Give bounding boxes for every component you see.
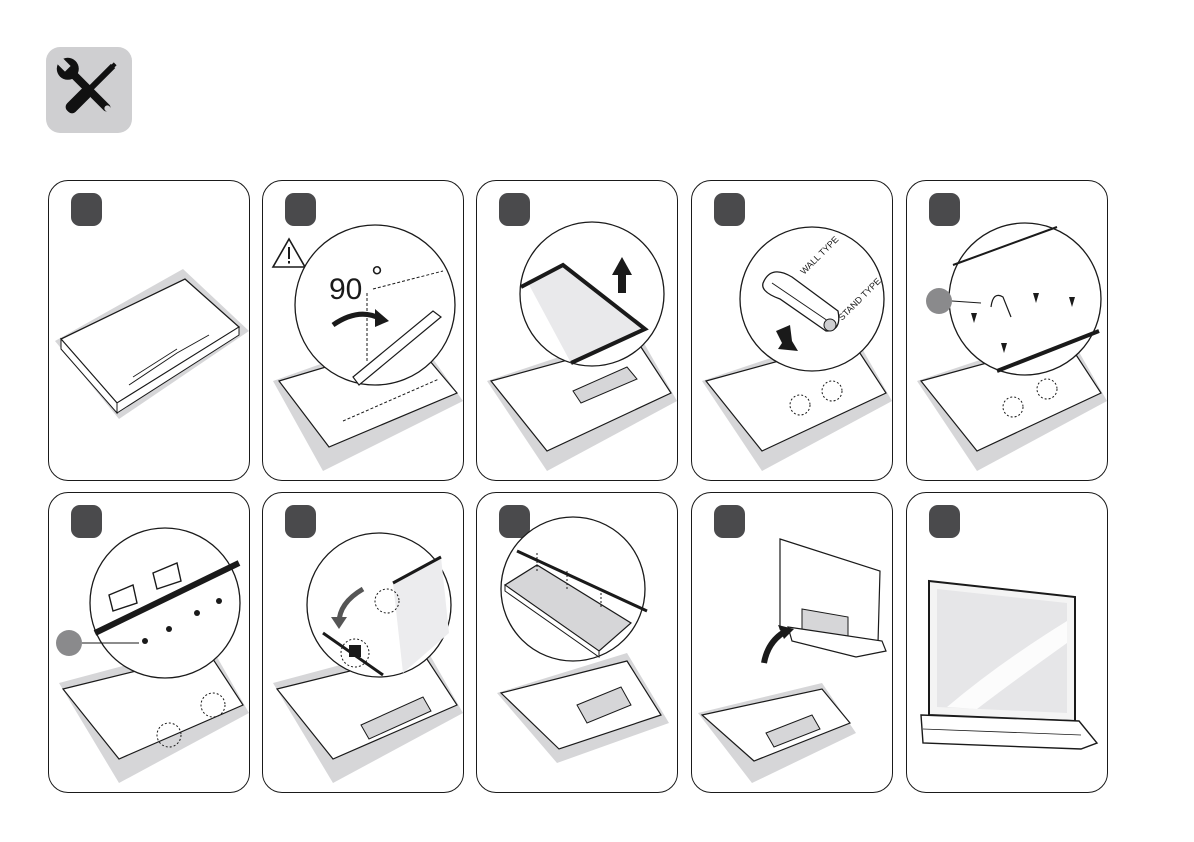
step-10-panel [906,492,1108,793]
step-9-panel [691,492,893,793]
step-1-panel [48,180,250,481]
tv-face-down-icon [49,181,250,481]
step-3-panel [476,180,678,481]
step-7-panel [262,492,464,793]
insert-screws-icon [907,181,1108,481]
step-5-panel [906,180,1108,481]
fold-stand-icon [263,493,464,793]
lift-cover-icon [477,181,678,481]
svg-text:°: ° [371,261,383,294]
svg-text:90: 90 [329,273,362,306]
rotate-stand-icon: 90 ° [263,181,464,481]
slide-bracket-icon: WALL TYPE STAND TYPE [692,181,893,481]
tools-icon [46,47,132,133]
warning-triangle-icon [273,239,305,267]
step-2-panel: 90 ° [262,180,464,481]
attach-brackets-icon [49,493,250,793]
step-8-panel [476,492,678,793]
step-6-panel [48,492,250,793]
raise-tv-icon [692,493,893,793]
tv-upright-icon [907,493,1108,793]
step-4-panel: WALL TYPE STAND TYPE [691,180,893,481]
attach-cover-icon [477,493,678,793]
